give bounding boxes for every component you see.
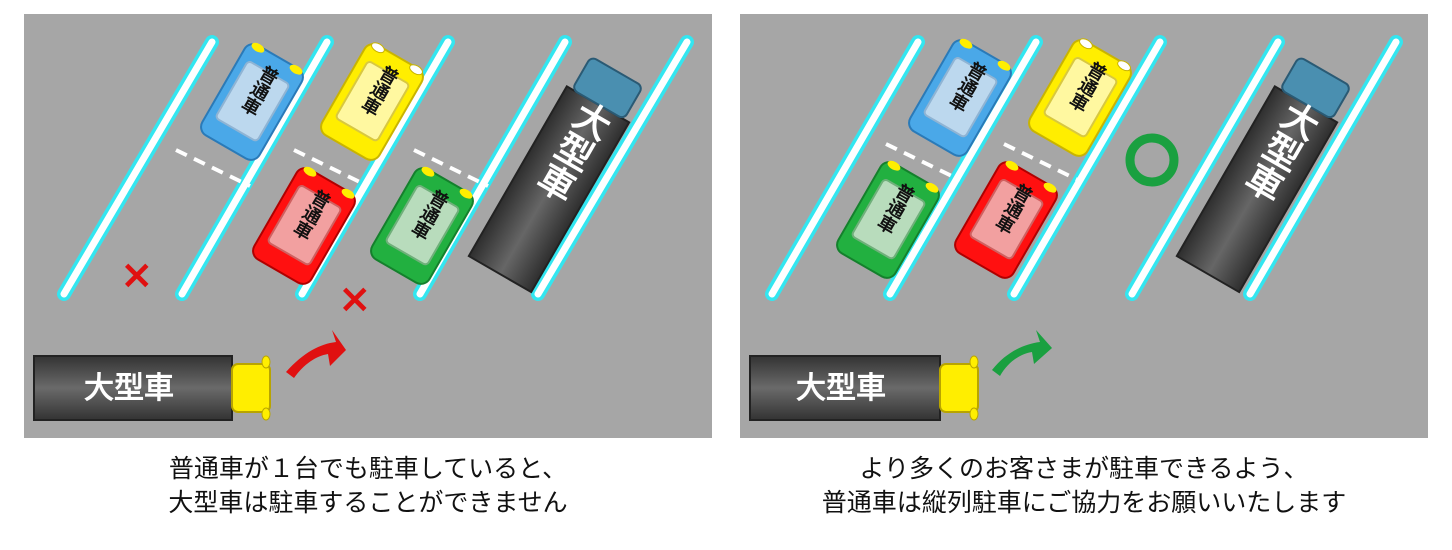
right-caption-line2: 普通車は縦列駐車にご協力をお願いいたします — [821, 488, 1347, 517]
left-caption-line1: 普通車が１台でも駐車していると、 — [168, 454, 568, 483]
car-blue: 普通車 — [908, 38, 1012, 157]
right-caption-line1: より多くのお客さまが駐車できるよう、 — [859, 454, 1309, 483]
truck-label: 大型車 — [796, 371, 886, 406]
parking-line-1 — [765, 35, 925, 301]
right-caption: より多くのお客さまが駐車できるよう、 普通車は縦列駐車にご協力をお願いいたします — [740, 452, 1428, 520]
car-green: 普通車 — [836, 160, 940, 279]
parking-line-2 — [883, 35, 1043, 301]
parking-line-4 — [1125, 35, 1285, 301]
car-green: 普通車 — [370, 166, 474, 285]
x-mark-2: × — [338, 276, 372, 322]
x-mark-1: × — [120, 252, 154, 298]
arrow-ok — [992, 330, 1052, 376]
right-diagram: 普通車 普通車 普通車 普通車 ○ — [740, 14, 1428, 438]
right-diagram-panel: 普通車 普通車 普通車 普通車 ○ — [740, 14, 1428, 438]
left-diagram: 普通車 普通車 普通車 普通車 — [24, 14, 712, 438]
tandem-dash-lines — [885, 142, 1079, 182]
truck-entering: 大型車 — [33, 355, 271, 421]
parking-lines — [765, 35, 1403, 301]
parking-line-5 — [1243, 35, 1403, 301]
ok-mark: ○ — [1125, 133, 1179, 187]
arrow-blocked — [286, 330, 346, 378]
truck-label: 大型車 — [84, 371, 174, 406]
car-yellow: 普通車 — [320, 42, 424, 161]
car-blue: 普通車 — [200, 42, 304, 161]
left-caption: 普通車が１台でも駐車していると、 大型車は駐車することができません — [24, 452, 712, 520]
tandem-dash-lines — [175, 148, 489, 188]
car-yellow: 普通車 — [1028, 38, 1132, 157]
truck-parked: 大型車 — [1175, 57, 1350, 294]
left-caption-line2: 大型車は駐車することができません — [168, 488, 568, 517]
parking-line-1 — [57, 35, 219, 301]
car-red: 普通車 — [954, 160, 1058, 279]
parking-line-5 — [531, 35, 694, 301]
truck-entering: 大型車 — [749, 355, 979, 421]
parking-line-2 — [175, 35, 334, 301]
car-red: 普通車 — [252, 166, 356, 285]
left-diagram-panel: 普通車 普通車 普通車 普通車 — [24, 14, 712, 438]
parking-line-3 — [1007, 35, 1167, 301]
